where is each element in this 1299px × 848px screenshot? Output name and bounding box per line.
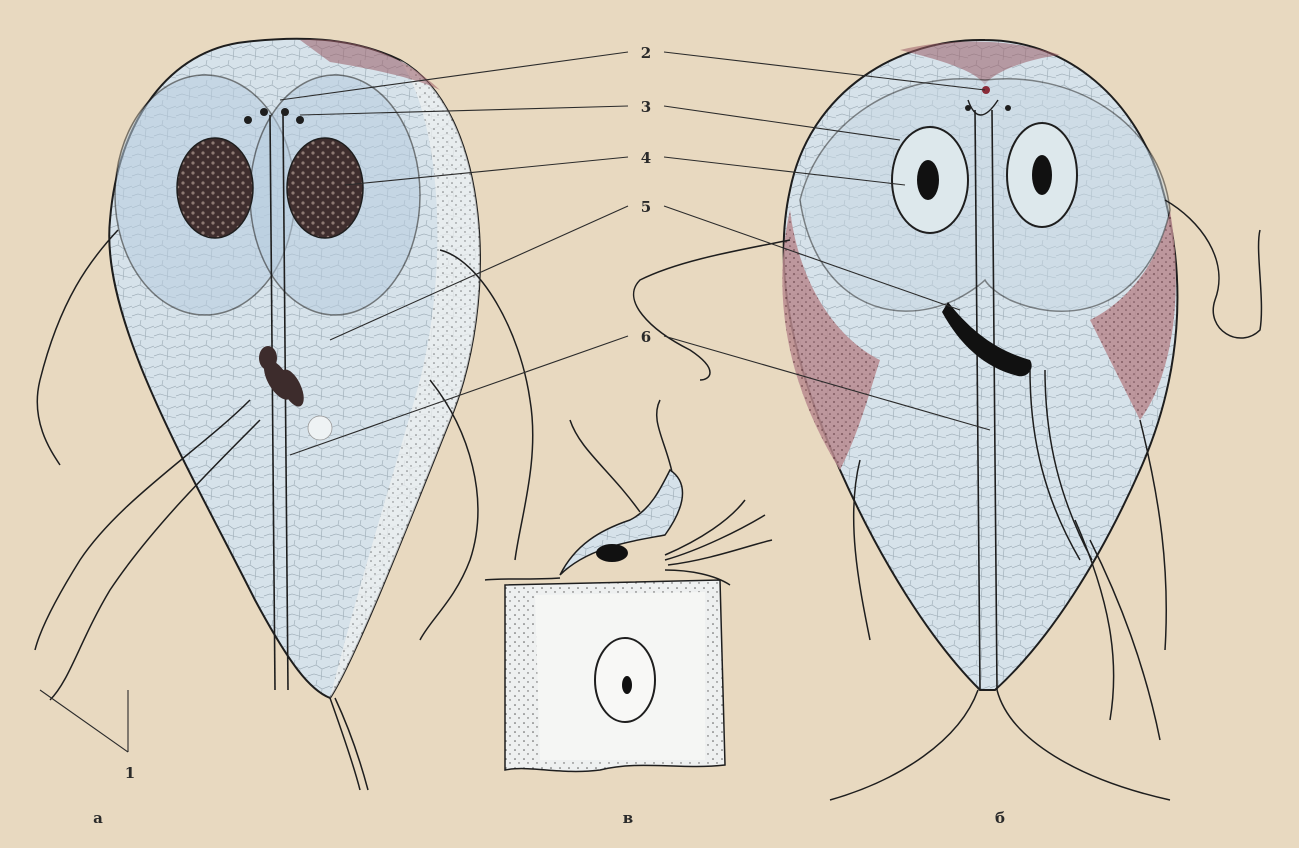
nucleus-right — [287, 138, 363, 238]
panel-letter-v: в — [623, 809, 633, 827]
panel-letter-b: б — [995, 809, 1005, 827]
callout-6: 6 — [641, 328, 651, 346]
callout-2: 2 — [641, 44, 651, 62]
callout-5: 5 — [641, 198, 651, 216]
callout-3: 3 — [641, 98, 651, 116]
panel-letter-a: а — [93, 809, 103, 827]
nucleus-left — [177, 138, 253, 238]
flagella-label-1: 1 — [125, 764, 135, 782]
callout-4: 4 — [641, 149, 651, 167]
